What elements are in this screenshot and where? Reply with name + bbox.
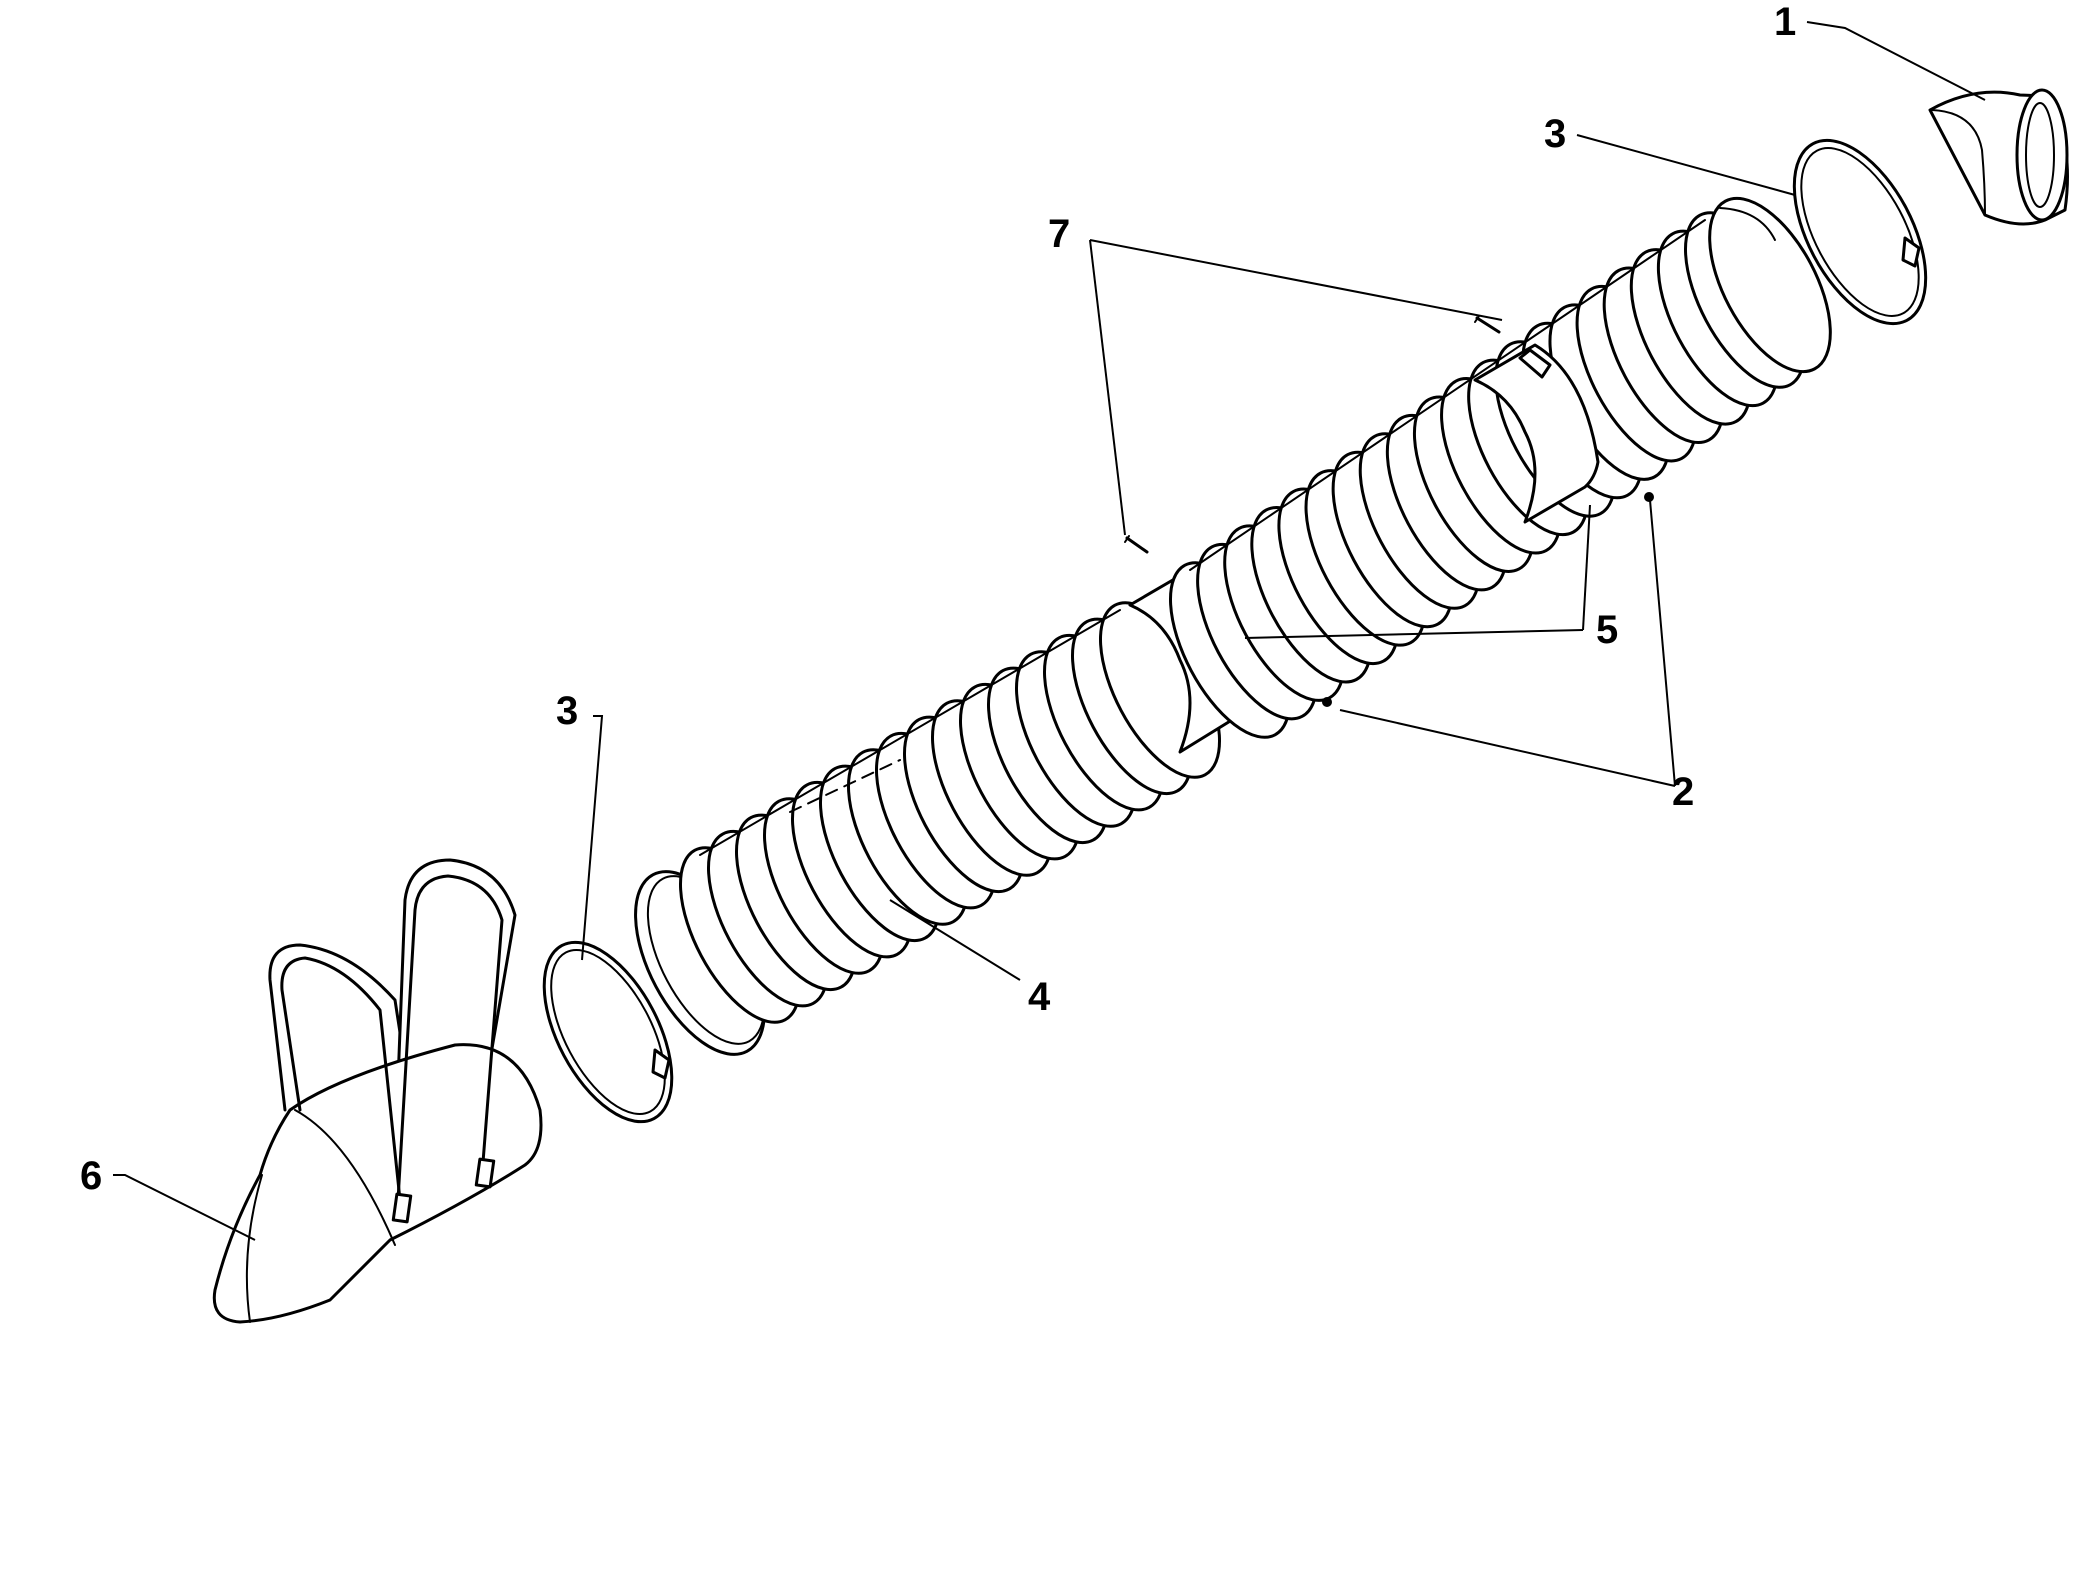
callout-5: 5	[1596, 608, 1618, 652]
callout-2: 2	[1672, 770, 1694, 814]
callout-1: 1	[1774, 0, 1796, 44]
callout-6: 6	[80, 1154, 102, 1198]
callout-3-upper: 3	[1544, 112, 1566, 156]
hose-assembly	[634, 196, 1832, 1056]
reference-dot-lower	[1322, 697, 1332, 707]
nozzle-part	[212, 858, 543, 1324]
end-cap-flange	[1928, 88, 2069, 226]
callout-4: 4	[1028, 975, 1051, 1019]
leader-lines	[113, 21, 1986, 1241]
clamp-ring-upper	[1792, 138, 1928, 326]
hose-outline-top	[1189, 219, 1706, 571]
callout-3-lower: 3	[556, 689, 578, 733]
pins	[1124, 315, 1501, 554]
hose-outline-top	[699, 609, 1121, 856]
hose-ribs-lower	[678, 601, 1222, 1024]
callout-7: 7	[1048, 212, 1070, 256]
clamp-ring-lower	[542, 940, 674, 1124]
reference-dot-upper	[1644, 492, 1654, 502]
